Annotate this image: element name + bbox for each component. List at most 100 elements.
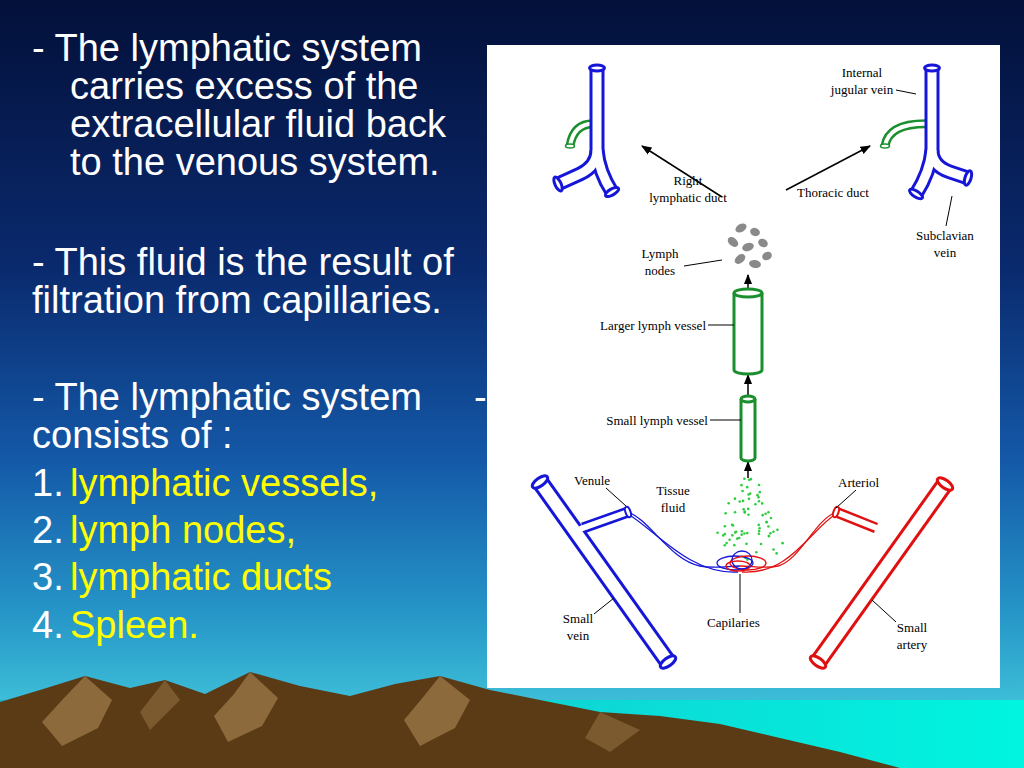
fluid-dot (758, 530, 761, 533)
mountain-highlight (140, 680, 180, 730)
fluid-dot (765, 521, 768, 524)
lymph-vessel (734, 289, 762, 461)
part-label: Right lymphatic duct (647, 172, 729, 206)
fluid-dot (731, 534, 734, 537)
flow-arrow (642, 146, 722, 197)
fluid-dot (734, 497, 737, 500)
fluid-dot (733, 544, 736, 547)
lymph-node (757, 237, 770, 249)
capillary (732, 551, 752, 569)
fluid-dot (772, 548, 775, 551)
vein-tube (540, 482, 668, 662)
fluid-dot (747, 508, 750, 511)
fluid-dot (768, 535, 771, 538)
fluid-dot (749, 492, 752, 495)
fluid-dot (757, 496, 760, 499)
fluid-dot (768, 535, 771, 538)
fluid-dot (765, 521, 768, 524)
fluid-dot (740, 484, 743, 487)
lymph-duct-arc (566, 124, 933, 148)
lymph-node (748, 259, 761, 269)
vessel-end (624, 506, 632, 518)
fluid-dot (724, 512, 727, 515)
vessel-end (530, 474, 549, 491)
fluid-dot (734, 531, 737, 534)
fluid-dot (744, 510, 747, 513)
vessel-end (808, 654, 827, 671)
mountain-highlight (214, 672, 278, 742)
part-label: Larger lymph vessel (560, 317, 706, 334)
lymph-node-cluster (726, 222, 773, 269)
lymph-node (761, 250, 774, 262)
fluid-dot (758, 500, 761, 503)
fluid-dot (761, 514, 764, 517)
neck-vein (552, 65, 973, 201)
fluid-dot (760, 543, 763, 546)
leader-line (946, 196, 952, 226)
fluid-dot (724, 525, 727, 528)
vein-lumen (916, 150, 932, 194)
lymph-node (749, 227, 761, 238)
vessel-end (734, 289, 762, 297)
fluid-dot (745, 543, 748, 546)
artery-tube (818, 484, 945, 662)
fluid-dot (742, 508, 745, 511)
fluid-dot (728, 538, 731, 541)
vein-tube (597, 150, 612, 192)
fluid-dot (758, 484, 761, 487)
bullet-text: - This fluid is the result of filtration… (32, 243, 472, 319)
fluid-dot (716, 531, 719, 534)
fluid-dot (741, 490, 744, 493)
part-label: Arteriol (838, 474, 879, 491)
vein-lumen (558, 68, 597, 184)
vein-lumen (597, 150, 612, 192)
fluid-dot (732, 524, 735, 527)
bullet-text: - The lymphatic system consists of : (32, 378, 472, 454)
fluid-dot (750, 478, 753, 481)
list-number: 4. (32, 606, 64, 644)
vein-end (590, 65, 605, 71)
vein-tube (932, 68, 968, 178)
fluid-dot (743, 477, 746, 480)
lymph-node (726, 235, 740, 249)
capillary-bed (628, 512, 836, 572)
arteriole-lumen (836, 512, 879, 529)
vein-lumen (540, 482, 668, 662)
fluid-dot (731, 523, 734, 526)
fluid-dot (776, 529, 779, 532)
capillary (726, 561, 750, 571)
fluid-dot (775, 552, 778, 555)
fluid-dot (767, 511, 770, 514)
capillary (628, 512, 740, 567)
capillary (628, 514, 738, 572)
mountain-highlight (42, 676, 112, 746)
bullet-dash: - (474, 378, 487, 416)
part-label: Small lymph vessel (560, 412, 708, 429)
fluid-dot (767, 525, 770, 528)
fluid-dot (723, 544, 726, 547)
vein-tube (558, 68, 597, 184)
capillary (740, 512, 836, 567)
vessel-end (741, 396, 755, 402)
lymph-node (733, 252, 747, 266)
figure-panel (487, 45, 1000, 688)
leader-line (606, 488, 626, 506)
vein-end (908, 187, 924, 200)
vessel-end (658, 654, 677, 671)
blood-vessel (530, 474, 954, 671)
mountain-highlight (585, 712, 640, 752)
fluid-dot (761, 502, 764, 505)
vein-end (604, 186, 620, 199)
fluid-dot (747, 513, 750, 516)
fluid-dot (755, 551, 758, 554)
leader-line (594, 90, 952, 622)
part-label: Small artery (891, 619, 933, 653)
fluid-dot (738, 500, 741, 503)
fluid-dot (724, 533, 727, 536)
lymph-vessel-large (734, 293, 762, 374)
list-item: Spleen. (70, 606, 199, 644)
tissue-fluid-dots (716, 477, 784, 560)
venule-lumen (580, 512, 628, 529)
flow-arrow (747, 462, 749, 478)
